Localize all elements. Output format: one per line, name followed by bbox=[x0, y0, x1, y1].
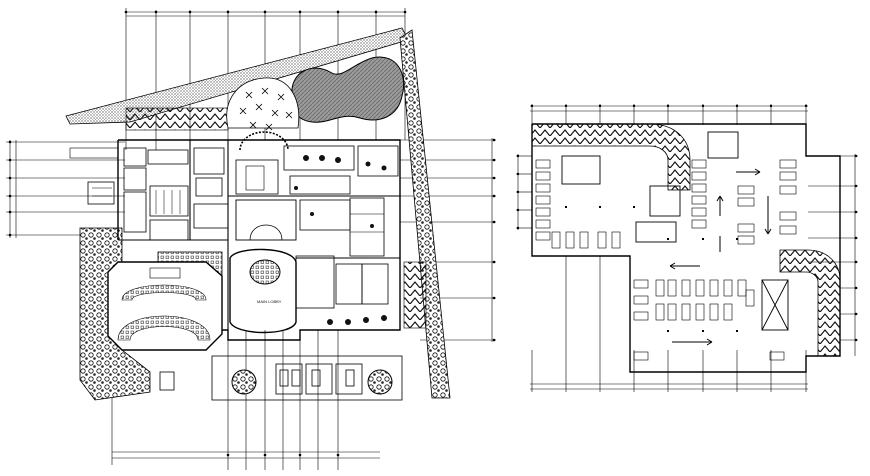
tree-right bbox=[367, 369, 393, 395]
main-lobby-label: MAIN LOBBY bbox=[257, 299, 282, 304]
south-parking bbox=[159, 355, 403, 401]
right-grid-markers bbox=[516, 104, 858, 342]
ramp-right bbox=[779, 249, 841, 357]
east-landscape-strip bbox=[399, 29, 451, 399]
garden-trees bbox=[239, 87, 293, 131]
tree-left bbox=[231, 369, 257, 395]
furniture-plants bbox=[294, 155, 387, 325]
auditorium-stage bbox=[149, 267, 181, 279]
service-cores bbox=[561, 131, 789, 331]
garden-plaza bbox=[226, 77, 300, 129]
north-paving-strip bbox=[125, 107, 229, 131]
auditorium-seating bbox=[121, 284, 207, 301]
structural-columns bbox=[565, 206, 738, 332]
garden-arc-seating bbox=[239, 131, 289, 151]
auditorium-seating-rear bbox=[117, 315, 211, 341]
left-grid-markers bbox=[8, 10, 496, 457]
east-paving-strip bbox=[403, 261, 427, 329]
lobby-rotunda bbox=[249, 259, 281, 285]
swimming-pool bbox=[291, 56, 405, 123]
ramp-top bbox=[531, 123, 691, 191]
basement-outline bbox=[531, 123, 841, 373]
main-building bbox=[69, 139, 401, 341]
traffic-arrows bbox=[669, 168, 772, 346]
parking-stalls bbox=[535, 159, 797, 361]
